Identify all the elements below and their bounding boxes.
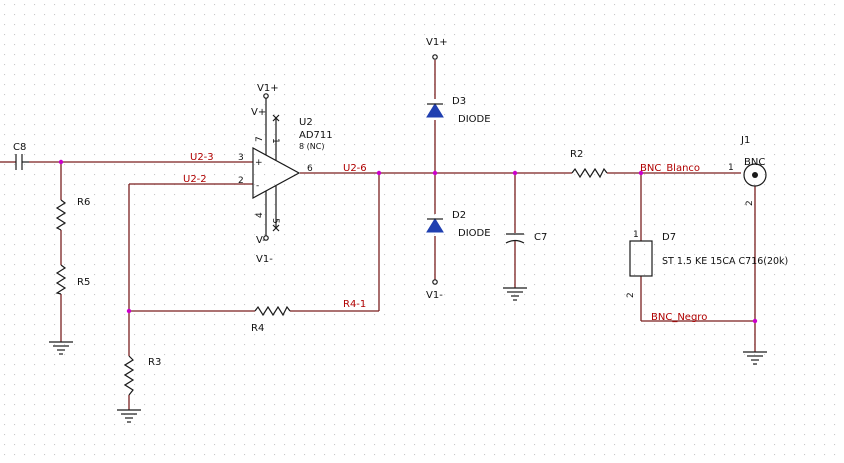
r4-ref: R4	[251, 323, 264, 334]
d7-pin-2: 2	[626, 292, 636, 298]
u2-value: AD711	[299, 130, 333, 141]
pin-5-label: 5	[270, 218, 280, 224]
net-label-bnc-blanco: BNC_Blanco	[640, 163, 700, 174]
pin-2-label: 2	[238, 176, 244, 186]
d2-ref: D2	[452, 210, 466, 221]
junction-dot	[752, 318, 758, 324]
v1m-opamp-label: V1-	[256, 254, 273, 265]
r3-ref: R3	[148, 357, 161, 368]
v1m-bottom-label: V1-	[426, 290, 443, 301]
ground-symbol-c7	[503, 287, 527, 301]
ground-symbol-r3	[117, 409, 141, 423]
v1p-top-terminal	[432, 54, 438, 60]
r5-ref: R5	[77, 277, 90, 288]
d7-pin-1: 1	[633, 230, 639, 240]
capacitor-c7[interactable]	[505, 233, 525, 244]
opamp-plus-sign: +	[255, 158, 263, 168]
ground-symbol-j1	[743, 351, 767, 365]
net-label-r4-1: R4-1	[343, 299, 366, 310]
resistor-r6[interactable]	[55, 199, 67, 231]
net-label-u2-6: U2-6	[343, 163, 367, 174]
vplus-pin-label: V+	[251, 107, 266, 118]
junction-dot	[638, 170, 644, 176]
diode-d2[interactable]	[426, 218, 444, 233]
j1-pin-1: 1	[728, 163, 734, 173]
j1-ref: J1	[740, 135, 750, 146]
j1-pin-2: 2	[745, 200, 755, 206]
ground-symbol-r5	[49, 341, 73, 355]
pin-3-label: 3	[238, 153, 244, 163]
junction-dot	[58, 159, 64, 165]
d7-ref: D7	[662, 232, 676, 243]
net-label-u2-3: U2-3	[190, 152, 214, 163]
junction-dot	[512, 170, 518, 176]
c8-ref: C8	[13, 142, 26, 153]
d7-value: ST 1.5 KE 15CA C716(20k)	[662, 256, 788, 267]
c7-ref: C7	[534, 232, 547, 243]
opamp-u2[interactable]	[252, 93, 301, 241]
d2-value: DIODE	[458, 228, 491, 239]
pin-6-label: 6	[307, 164, 313, 174]
junction-dot	[432, 170, 438, 176]
resistor-r4[interactable]	[254, 305, 291, 317]
net-label-bnc-negro: BNC_Negro	[651, 312, 707, 323]
vminus-pin-label: V-	[256, 235, 266, 246]
resistor-r5[interactable]	[55, 264, 67, 295]
v1p-opamp-label: V1+	[257, 83, 279, 94]
v1p-top-label: V1+	[426, 37, 448, 48]
pin-1-label: 1	[270, 138, 280, 144]
net-label-u2-2: U2-2	[183, 174, 207, 185]
capacitor-c8[interactable]	[15, 154, 29, 170]
resistor-r2[interactable]	[571, 167, 608, 179]
junction-dot	[126, 308, 132, 314]
bnc-connector-j1[interactable]	[743, 163, 767, 187]
pin-4-label: 4	[255, 212, 265, 218]
d3-value: DIODE	[458, 114, 491, 125]
pin-7-label: 7	[255, 136, 265, 142]
r6-ref: R6	[77, 197, 90, 208]
u2-nc-note: 8 (NC)	[299, 142, 324, 151]
v1m-bottom-terminal	[432, 279, 438, 285]
tvs-d7[interactable]	[629, 240, 653, 277]
junction-dot	[376, 170, 382, 176]
opamp-minus-sign: -	[256, 181, 259, 191]
d3-ref: D3	[452, 96, 466, 107]
resistor-r3[interactable]	[123, 355, 135, 396]
u2-ref: U2	[299, 117, 313, 128]
r2-ref: R2	[570, 149, 583, 160]
j1-value: BNC	[744, 157, 765, 168]
junctions	[58, 159, 758, 324]
diode-d3[interactable]	[426, 103, 444, 118]
